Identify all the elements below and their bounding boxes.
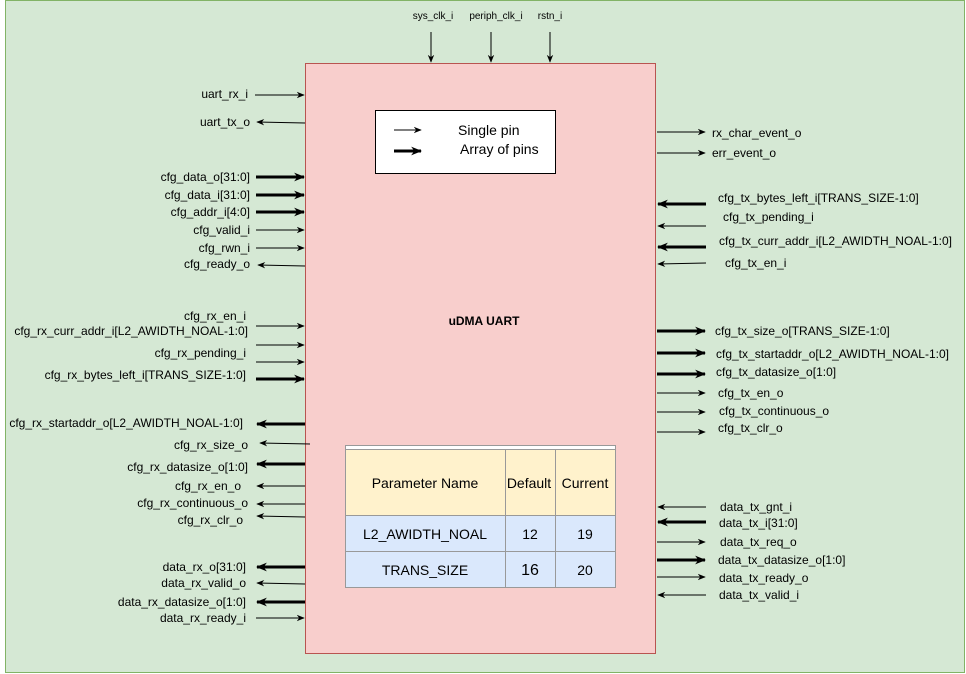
- cfg-tx-datasize-label: cfg_tx_datasize_o[1:0]: [716, 365, 836, 379]
- row1-current: 19: [577, 526, 593, 542]
- legend-box: Single pin Array of pins: [375, 110, 556, 174]
- data-rx-datasize-label: data_rx_datasize_o[1:0]: [118, 595, 246, 609]
- top-signals: sys_clk_i periph_clk_i rstn_i: [413, 11, 562, 63]
- data-rx-valid-arrow: [256, 579, 306, 587]
- data-tx-req-label: data_tx_req_o: [720, 535, 797, 549]
- cfg-rx-clr-arrow: [256, 512, 306, 520]
- periph-clk-label: periph_clk_i: [469, 11, 522, 22]
- cfg-rx-startaddr-label: cfg_rx_startaddr_o[L2_AWIDTH_NOAL-1:0]: [9, 416, 243, 430]
- sys-clk-label: sys_clk_i: [413, 11, 454, 22]
- err-event-label: err_event_o: [712, 146, 776, 160]
- rstn-label: rstn_i: [538, 11, 562, 22]
- cfg-rx-en-i-label: cfg_rx_en_i: [184, 309, 246, 323]
- uart-rx-label: uart_rx_i: [201, 87, 248, 101]
- row1-default: 12: [522, 526, 538, 542]
- row2-current: 20: [577, 562, 593, 578]
- cfg-addr-label: cfg_addr_i[4:0]: [171, 205, 250, 219]
- cfg-valid-label: cfg_valid_i: [193, 223, 250, 237]
- cfg-rx-size-arrow: [259, 439, 311, 447]
- data-rx-valid-label: data_rx_valid_o: [161, 576, 246, 590]
- table-top-edge: [345, 445, 616, 450]
- uart-tx-label: uart_tx_o: [200, 115, 250, 129]
- cfg-data-i-label: cfg_data_i[31:0]: [165, 188, 250, 202]
- data-rx-o-label: data_rx_o[31:0]: [163, 560, 246, 574]
- left-signals: uart_rx_i uart_tx_o cfg_data_o[31:0] cfg…: [9, 87, 311, 625]
- cfg-data-o-label: cfg_data_o[31:0]: [161, 170, 250, 184]
- header-current: Current: [562, 475, 609, 491]
- cfg-rx-continuous-label: cfg_rx_continuous_o: [137, 496, 248, 510]
- cfg-rx-size-label: cfg_rx_size_o: [174, 438, 248, 452]
- uart-tx-arrow: [256, 118, 306, 126]
- cfg-rx-pending-label: cfg_rx_pending_i: [155, 346, 246, 360]
- data-tx-gnt-label: data_tx_gnt_i: [720, 500, 792, 514]
- row1-name: L2_AWIDTH_NOAL: [363, 526, 487, 542]
- cfg-tx-startaddr-label: cfg_tx_startaddr_o[L2_AWIDTH_NOAL-1:0]: [716, 347, 949, 361]
- cfg-tx-pending-label: cfg_tx_pending_i: [723, 210, 814, 224]
- right-signals: rx_char_event_o err_event_o cfg_tx_bytes…: [656, 126, 952, 602]
- table-header-row: [345, 449, 616, 516]
- legend-single-pin: Single pin: [458, 122, 520, 138]
- data-tx-datasize-label: data_tx_datasize_o[1:0]: [718, 553, 845, 567]
- cfg-tx-en-i-arrow: [657, 260, 707, 268]
- data-tx-ready-label: data_tx_ready_o: [719, 571, 809, 585]
- data-tx-valid-label: data_tx_valid_i: [719, 588, 799, 602]
- table-row: [345, 551, 616, 588]
- legend-array-of-pins: Array of pins: [460, 141, 539, 157]
- header-parameter-name: Parameter Name: [372, 475, 479, 491]
- cfg-rx-bytes-left-label: cfg_rx_bytes_left_i[TRANS_SIZE-1:0]: [45, 368, 246, 382]
- row2-name: TRANS_SIZE: [382, 562, 468, 578]
- header-default: Default: [507, 475, 551, 491]
- cfg-tx-curr-addr-label: cfg_tx_curr_addr_i[L2_AWIDTH_NOAL-1:0]: [719, 234, 952, 248]
- cfg-ready-arrow: [257, 261, 306, 269]
- cfg-tx-bytes-left-label: cfg_tx_bytes_left_i[TRANS_SIZE-1:0]: [718, 191, 919, 205]
- cfg-rx-en-o-label: cfg_rx_en_o: [175, 479, 241, 493]
- row2-default: 16: [521, 562, 539, 579]
- cfg-tx-size-label: cfg_tx_size_o[TRANS_SIZE-1:0]: [715, 324, 890, 338]
- data-tx-i-label: data_tx_i[31:0]: [719, 516, 798, 530]
- cfg-tx-en-o-label: cfg_tx_en_o: [718, 386, 784, 400]
- cfg-tx-clr-label: cfg_tx_clr_o: [718, 421, 783, 435]
- data-rx-ready-label: data_rx_ready_i: [160, 611, 246, 625]
- cfg-tx-continuous-label: cfg_tx_continuous_o: [719, 404, 829, 418]
- cfg-rx-curr-addr-label: cfg_rx_curr_addr_i[L2_AWIDTH_NOAL-1:0]: [14, 324, 248, 338]
- table-row: [345, 515, 616, 552]
- cfg-rx-datasize-label: cfg_rx_datasize_o[1:0]: [127, 460, 248, 474]
- cfg-ready-label: cfg_ready_o: [184, 257, 250, 271]
- parameter-table: Parameter Name Default Current L2_AWIDTH…: [345, 445, 616, 588]
- cfg-rx-clr-label: cfg_rx_clr_o: [178, 513, 244, 527]
- cfg-rwn-label: cfg_rwn_i: [199, 241, 250, 255]
- rx-char-event-label: rx_char_event_o: [712, 126, 802, 140]
- block-title: uDMA UART: [449, 314, 521, 328]
- cfg-tx-en-i-label: cfg_tx_en_i: [725, 256, 786, 270]
